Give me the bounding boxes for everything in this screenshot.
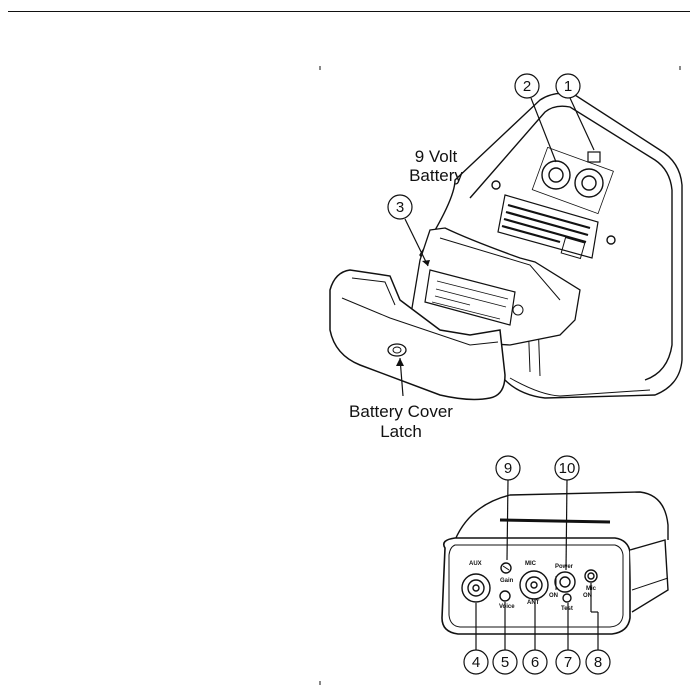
callout-2: 2 xyxy=(523,78,531,95)
mic-on2-panel-text: ON xyxy=(583,593,592,599)
callout-10: 10 xyxy=(554,455,580,481)
top-callouts: 1 2 3 xyxy=(387,73,595,397)
bottom-callouts xyxy=(475,479,599,650)
callout-6-text: 6 xyxy=(531,654,539,671)
voice-panel-text: Voice xyxy=(499,604,515,610)
callout-5-text: 5 xyxy=(501,654,509,671)
callout-7: 7 xyxy=(555,649,581,675)
callout-5: 5 xyxy=(492,649,518,675)
callout-1: 1 xyxy=(564,78,572,95)
power-panel-text: Power xyxy=(555,564,574,570)
callout-8: 8 xyxy=(585,649,611,675)
callout-2-circle xyxy=(514,73,540,99)
battery-label-line1: 9 Volt xyxy=(415,147,458,166)
test-panel-text: Test xyxy=(561,606,573,612)
mic-panel-text: MIC xyxy=(525,561,537,567)
callout-8-text: 8 xyxy=(594,654,602,671)
callout-4-text: 4 xyxy=(472,654,480,671)
latch-label-line1: Battery Cover xyxy=(349,402,453,421)
battery-label-line2: Battery xyxy=(409,166,463,185)
callout-6: 6 xyxy=(522,649,548,675)
callout-9-text: 9 xyxy=(504,460,512,477)
crop-marks xyxy=(319,66,681,685)
callout-3: 3 xyxy=(396,199,404,216)
aux-panel-text: AUX xyxy=(469,561,482,567)
latch-label-line2: Latch xyxy=(380,422,422,441)
ant-panel-text: ANT xyxy=(527,600,540,606)
callout-7-text: 7 xyxy=(564,654,572,671)
callout-10-text: 10 xyxy=(559,460,576,477)
on-panel-text: ON xyxy=(549,593,558,599)
callout-3-circle xyxy=(387,194,413,220)
header-rule xyxy=(8,11,690,12)
callout-4: 4 xyxy=(463,649,489,675)
callout-1-circle xyxy=(555,73,581,99)
callout-9: 9 xyxy=(495,455,521,481)
transmitter-battery-illustration xyxy=(329,92,683,401)
gain-panel-text: Gain xyxy=(500,578,514,584)
